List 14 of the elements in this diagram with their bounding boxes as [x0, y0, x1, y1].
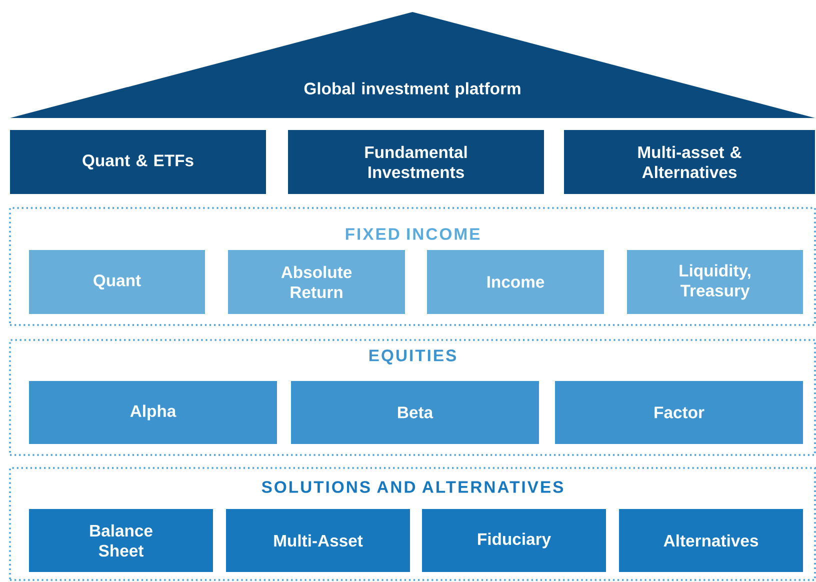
category-box: Balance Sheet: [29, 509, 213, 572]
category-box: Quant & ETFs: [10, 130, 266, 194]
category-box: Fiduciary: [422, 509, 606, 572]
category-box: Multi-Asset: [226, 509, 410, 572]
category-box: Beta: [291, 381, 539, 444]
category-box: Absolute Return: [228, 250, 405, 314]
category-box: Alternatives: [619, 509, 803, 572]
category-box: Liquidity, Treasury: [627, 250, 803, 314]
category-box: Fundamental Investments: [288, 130, 544, 194]
category-box: Multi-asset & Alternatives: [564, 130, 815, 194]
category-box: Quant: [29, 250, 205, 314]
category-box: Alpha: [29, 381, 277, 444]
category-box: Income: [427, 250, 604, 314]
category-box: Factor: [555, 381, 803, 444]
